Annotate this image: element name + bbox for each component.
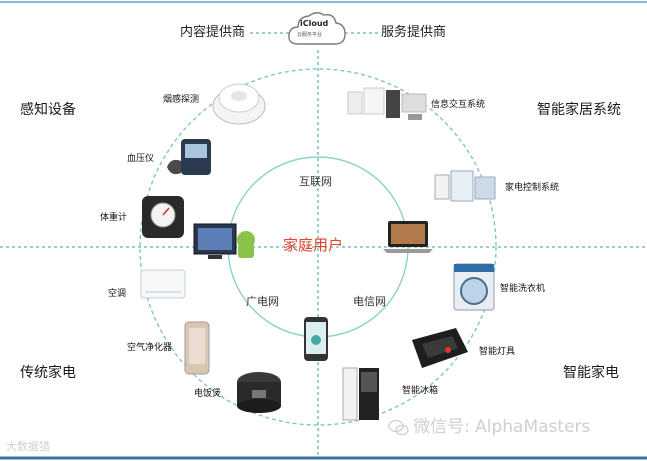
quadrant-traditional-appliances: 传统家电	[20, 365, 76, 381]
appliance-control-icon	[434, 170, 496, 202]
cloud-subtitle: 云服务平台	[297, 32, 323, 38]
device-label-smoke-detector: 烟感探测	[163, 95, 200, 105]
blood-pressure-monitor-icon	[167, 139, 211, 175]
network-telecom-label: 电信网	[353, 295, 386, 308]
smart-tv-icon	[193, 223, 255, 259]
air-purifier-icon	[184, 321, 210, 375]
cloud-brand: iCloud	[300, 19, 329, 28]
device-label-blood-pressure: 血压仪	[127, 154, 155, 164]
quadrant-smart-home-system: 智能家居系统	[537, 102, 621, 118]
smoke-detector-icon	[212, 83, 266, 125]
smart-fridge-icon	[342, 367, 379, 421]
device-label-lamp: 智能灯具	[479, 347, 516, 357]
device-label-weight-scale: 体重计	[100, 213, 128, 223]
content-provider-label: 内容提供商	[177, 26, 249, 39]
device-label-rice-cooker: 电饭煲	[194, 389, 222, 399]
smartphone-icon	[304, 317, 328, 361]
wechat-icon	[388, 419, 409, 436]
device-label-fridge: 智能冰箱	[402, 386, 439, 396]
center-home-user-label: 家庭用户	[283, 236, 344, 254]
device-label-appliance-control: 家电控制系统	[505, 183, 560, 193]
watermark-left: 大数据猎	[6, 440, 50, 453]
quadrant-sensing-devices: 感知设备	[20, 102, 76, 118]
rice-cooker-icon	[237, 372, 281, 413]
cloud-icon	[288, 12, 346, 45]
outer-ring	[139, 68, 497, 426]
air-conditioner-icon	[140, 269, 186, 299]
network-broadcast-label: 广电网	[246, 295, 279, 308]
device-label-air-purifier: 空气净化器	[127, 343, 173, 353]
network-internet-label: 互联网	[299, 175, 332, 188]
device-label-ac: 空调	[108, 289, 127, 299]
weight-scale-icon	[142, 196, 184, 238]
service-provider-label: 服务提供商	[378, 26, 450, 39]
quadrant-smart-appliances: 智能家电	[563, 365, 619, 381]
device-label-info-system: 信息交互系统	[431, 100, 486, 110]
washing-machine-icon	[453, 263, 495, 311]
info-system-icon	[347, 87, 427, 120]
device-label-washer: 智能洗衣机	[500, 284, 546, 294]
smart-lamp-icon	[412, 328, 468, 368]
laptop-icon	[383, 221, 433, 253]
watermark-wechat: 微信号: AlphaMasters	[413, 417, 591, 437]
